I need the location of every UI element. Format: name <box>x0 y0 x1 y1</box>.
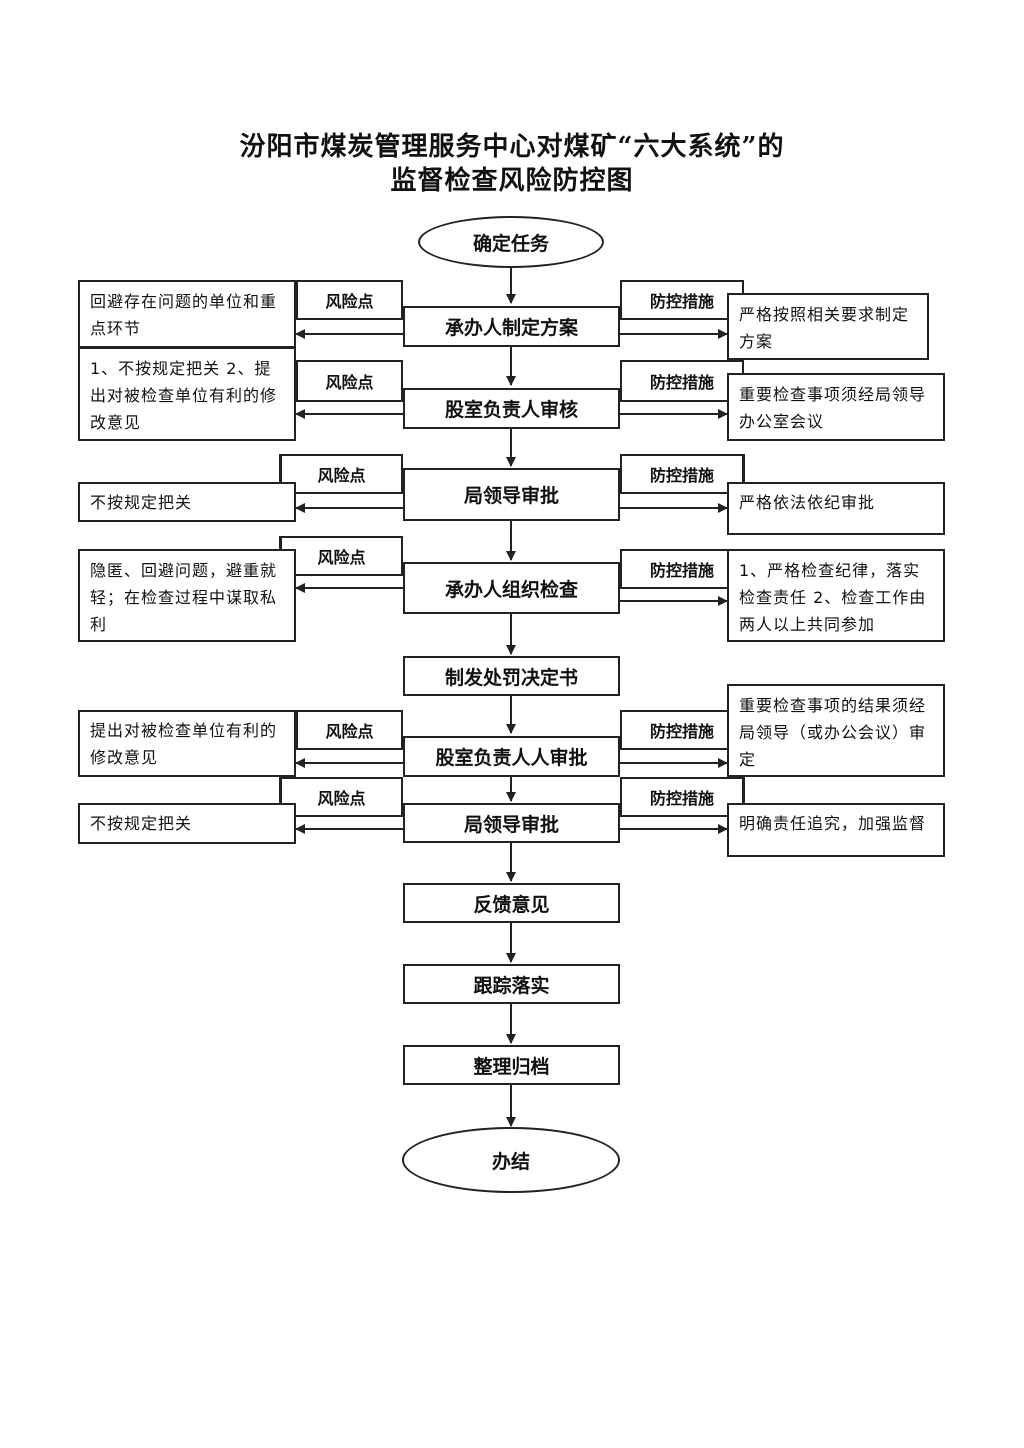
step-box: 承办人组织检查 <box>403 562 620 614</box>
step-box: 整理归档 <box>403 1045 620 1085</box>
risk-label: 风险点 <box>296 280 403 320</box>
risk-box: 回避存在问题的单位和重点环节 <box>78 280 296 348</box>
risk-label: 风险点 <box>280 777 403 817</box>
control-label: 防控措施 <box>620 360 744 402</box>
risk-label: 风险点 <box>296 710 403 750</box>
control-label: 防控措施 <box>620 777 744 817</box>
title-line-2: 监督检查风险防控图 <box>390 166 634 196</box>
step-box: 局领导审批 <box>403 468 620 521</box>
step-box: 制发处罚决定书 <box>403 656 620 696</box>
step-box: 局领导审批 <box>403 803 620 843</box>
risk-box: 提出对被检查单位有利的修改意见 <box>78 710 296 777</box>
risk-box: 隐匿、回避问题，避重就轻；在检查过程中谋取私利 <box>78 549 296 642</box>
step-box: 股室负责人审核 <box>403 388 620 429</box>
control-box: 重要检查事项须经局领导办公室会议 <box>727 373 945 441</box>
control-box: 1、严格检查纪律，落实检查责任 2、检查工作由两人以上共同参加 <box>727 549 945 642</box>
control-label: 防控措施 <box>620 454 744 494</box>
control-box: 明确责任追究，加强监督 <box>727 803 945 857</box>
control-label: 防控措施 <box>620 280 744 320</box>
risk-box: 不按规定把关 <box>78 803 296 844</box>
risk-label: 风险点 <box>280 454 403 494</box>
control-label: 防控措施 <box>620 549 744 589</box>
step-box: 承办人制定方案 <box>403 306 620 347</box>
risk-label: 风险点 <box>296 360 403 402</box>
control-box: 严格按照相关要求制定方案 <box>727 293 929 360</box>
step-box: 股室负责人人审批 <box>403 736 620 777</box>
step-box: 反馈意见 <box>403 883 620 923</box>
risk-box: 不按规定把关 <box>78 482 296 522</box>
control-box: 严格依法依纪审批 <box>727 482 945 535</box>
control-label: 防控措施 <box>620 710 744 750</box>
control-box: 重要检查事项的结果须经局领导（或办公会议）审定 <box>727 684 945 777</box>
risk-label: 风险点 <box>280 536 403 576</box>
title-line-1: 汾阳市煤炭管理服务中心对煤矿“六大系统”的 <box>239 132 785 162</box>
risk-box: 1、不按规定把关 2、提出对被检查单位有利的修改意见 <box>78 347 296 441</box>
step-box: 跟踪落实 <box>403 964 620 1004</box>
end-node: 办结 <box>402 1127 620 1193</box>
start-node: 确定任务 <box>418 216 604 268</box>
